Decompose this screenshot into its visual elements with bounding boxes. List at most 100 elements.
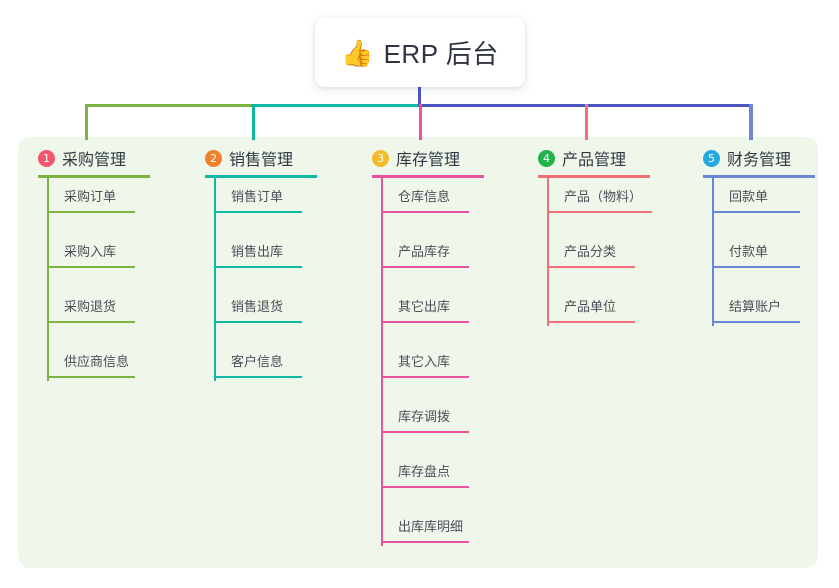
branch-item[interactable]: 供应商信息 bbox=[38, 340, 135, 395]
branch-item-label: 产品分类 bbox=[564, 244, 617, 259]
branch-header-5[interactable]: 5 财务管理 bbox=[703, 141, 815, 178]
connector-drop-right-elbow bbox=[749, 104, 752, 140]
branch-item[interactable]: 采购入库 bbox=[38, 230, 135, 285]
branch-item-label: 仓库信息 bbox=[398, 189, 451, 204]
branch-item[interactable]: 结算账户 bbox=[703, 285, 800, 340]
branch-item-underline bbox=[547, 321, 635, 323]
branch-item-underline bbox=[381, 266, 469, 268]
branch-title-1: 采购管理 bbox=[62, 152, 127, 169]
branch-item-underline bbox=[712, 321, 800, 323]
branch-item-label: 产品单位 bbox=[564, 299, 617, 314]
branch-item[interactable]: 销售出库 bbox=[205, 230, 302, 285]
branch-item[interactable]: 采购退货 bbox=[38, 285, 135, 340]
branch-item[interactable]: 库存调拨 bbox=[372, 395, 469, 450]
branch-item-label: 销售退货 bbox=[231, 299, 284, 314]
branch-badge-3: 3 bbox=[372, 149, 389, 167]
branch-column-4: 4 产品管理产品（物料） 产品分类产品单位 bbox=[538, 141, 652, 340]
branch-badge-1: 1 bbox=[38, 149, 55, 167]
branch-item[interactable]: 其它入库 bbox=[372, 340, 469, 395]
branch-item[interactable]: 回款单 bbox=[703, 175, 800, 230]
branch-column-2: 2 销售管理销售订单销售出库销售退货客户信息 bbox=[205, 141, 317, 395]
branch-item[interactable]: 仓库信息 bbox=[372, 175, 469, 230]
branch-underline-4 bbox=[538, 175, 650, 178]
branch-item-underline bbox=[47, 211, 135, 213]
branch-item-label: 付款单 bbox=[729, 244, 769, 259]
branch-item-label: 客户信息 bbox=[231, 354, 284, 369]
branch-item-label: 其它入库 bbox=[398, 354, 451, 369]
branch-header-2[interactable]: 2 销售管理 bbox=[205, 141, 317, 178]
branch-column-5: 5 财务管理回款单付款单结算账户 bbox=[703, 141, 815, 340]
branch-item-underline bbox=[214, 211, 302, 213]
root-node-title: ERP 后台 bbox=[383, 39, 499, 69]
branch-item-underline bbox=[547, 266, 635, 268]
connector-drop-4 bbox=[585, 104, 588, 140]
branch-item-underline bbox=[47, 321, 135, 323]
connector-drop-1 bbox=[85, 104, 88, 140]
branch-item[interactable]: 产品（物料） bbox=[538, 175, 652, 230]
branch-item-underline bbox=[381, 211, 469, 213]
branch-item-label: 采购订单 bbox=[64, 189, 117, 204]
branch-title-2: 销售管理 bbox=[229, 152, 294, 169]
branch-item-underline bbox=[381, 376, 469, 378]
branch-spine-4 bbox=[547, 178, 549, 326]
branch-item-underline bbox=[381, 541, 469, 543]
branch-item-label: 其它出库 bbox=[398, 299, 451, 314]
branch-item-label: 产品库存 bbox=[398, 244, 451, 259]
branch-item[interactable]: 付款单 bbox=[703, 230, 800, 285]
branch-spine-2 bbox=[214, 178, 216, 381]
branches-panel bbox=[18, 137, 818, 568]
branch-title-4: 产品管理 bbox=[562, 152, 627, 169]
branch-underline-1 bbox=[38, 175, 150, 178]
branch-item[interactable]: 销售订单 bbox=[205, 175, 302, 230]
branch-spine-5 bbox=[712, 178, 714, 326]
branch-item-underline bbox=[214, 376, 302, 378]
root-node[interactable]: 👍 ERP 后台 bbox=[315, 18, 525, 87]
branch-item-label: 供应商信息 bbox=[64, 354, 130, 369]
branch-item[interactable]: 产品库存 bbox=[372, 230, 469, 285]
connector-drop-3 bbox=[419, 104, 422, 140]
branch-item-label: 出库库明细 bbox=[398, 519, 464, 534]
branch-item[interactable]: 出库库明细 bbox=[372, 505, 469, 560]
root-stem-connector bbox=[418, 87, 421, 106]
branch-item-label: 销售出库 bbox=[231, 244, 284, 259]
branch-item-label: 采购退货 bbox=[64, 299, 117, 314]
branch-item[interactable]: 销售退货 bbox=[205, 285, 302, 340]
branch-header-4[interactable]: 4 产品管理 bbox=[538, 141, 650, 178]
branch-item-label: 结算账户 bbox=[729, 299, 782, 314]
branch-item-underline bbox=[712, 211, 800, 213]
branch-badge-4: 4 bbox=[538, 149, 555, 167]
branch-item-label: 销售订单 bbox=[231, 189, 284, 204]
branch-item-underline bbox=[47, 376, 135, 378]
branch-item-underline bbox=[547, 211, 652, 213]
branch-item-underline bbox=[381, 431, 469, 433]
branch-item-label: 库存盘点 bbox=[398, 464, 451, 479]
branch-underline-5 bbox=[703, 175, 815, 178]
connector-inventory-finance-segment bbox=[418, 104, 751, 107]
branch-item-underline bbox=[381, 486, 469, 488]
branch-header-1[interactable]: 1 采购管理 bbox=[38, 141, 150, 178]
branch-column-1: 1 采购管理采购订单采购入库采购退货供应商信息 bbox=[38, 141, 150, 395]
branch-item[interactable]: 采购订单 bbox=[38, 175, 135, 230]
branch-underline-3 bbox=[372, 175, 484, 178]
branch-item-underline bbox=[712, 266, 800, 268]
branch-item-label: 回款单 bbox=[729, 189, 769, 204]
branch-spine-1 bbox=[47, 178, 49, 381]
branch-item[interactable]: 其它出库 bbox=[372, 285, 469, 340]
branch-badge-5: 5 bbox=[703, 149, 720, 167]
connector-purchase-sales-segment bbox=[85, 104, 252, 107]
branch-spine-3 bbox=[381, 178, 383, 546]
branch-title-5: 财务管理 bbox=[727, 152, 792, 169]
branch-badge-2: 2 bbox=[205, 149, 222, 167]
branch-item-label: 库存调拨 bbox=[398, 409, 451, 424]
branch-item-underline bbox=[381, 321, 469, 323]
connector-sales-inventory-segment bbox=[251, 104, 419, 107]
thumbs-up-icon: 👍 bbox=[341, 37, 374, 68]
branch-underline-2 bbox=[205, 175, 317, 178]
branch-item[interactable]: 库存盘点 bbox=[372, 450, 469, 505]
branch-item[interactable]: 产品分类 bbox=[538, 230, 635, 285]
branch-item[interactable]: 客户信息 bbox=[205, 340, 302, 395]
branch-item[interactable]: 产品单位 bbox=[538, 285, 635, 340]
